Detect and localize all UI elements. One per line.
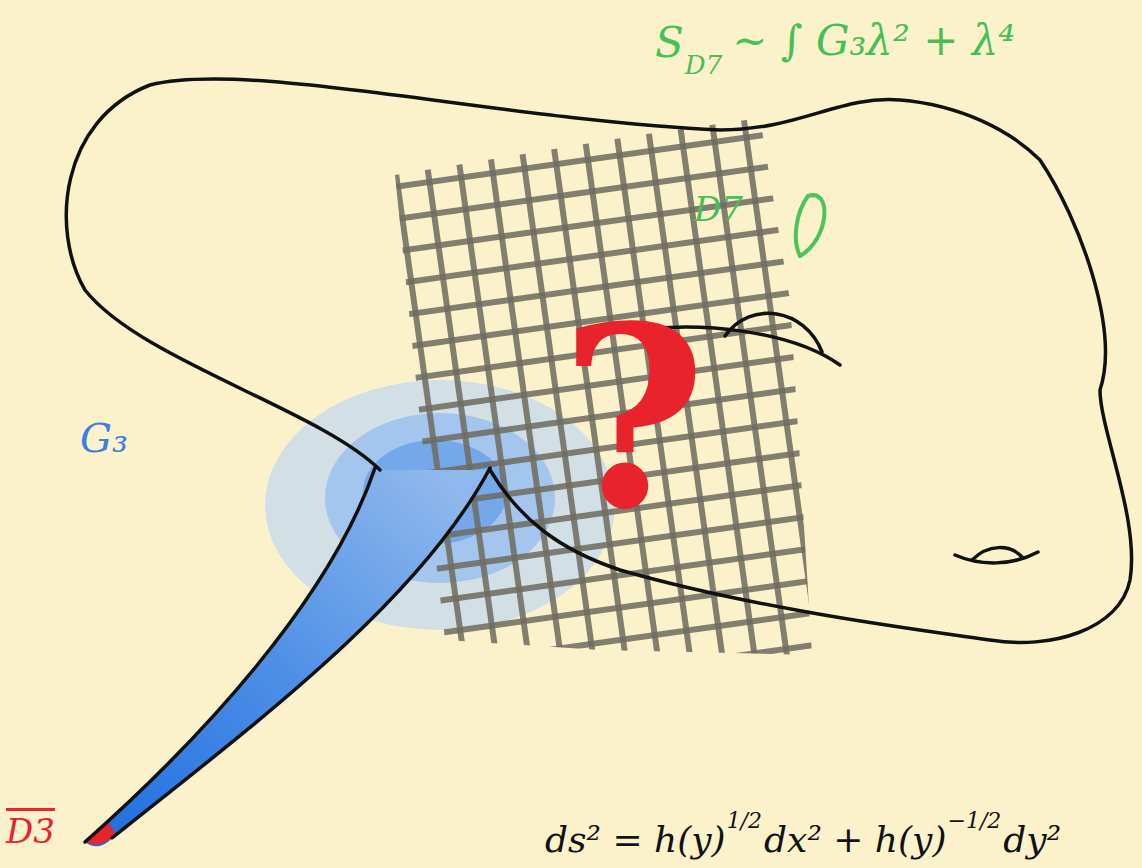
- flux-label: G₃: [80, 418, 128, 458]
- d7-brane-cycle: [796, 195, 825, 256]
- metric-exponent: 1/2: [727, 810, 762, 832]
- hatched-region: [395, 118, 812, 655]
- warped-throat: [85, 470, 490, 846]
- metric-exponent: −1/2: [947, 810, 1001, 832]
- antibrane-label: D3: [6, 814, 55, 848]
- action-symbol: S: [655, 22, 684, 64]
- metric-formula: dx² + h(y): [764, 822, 946, 858]
- throat-tip: [85, 822, 116, 844]
- action-subscript: D7: [685, 52, 722, 78]
- question-mark: ?: [560, 292, 706, 542]
- metric-formula: dy²: [1003, 822, 1061, 858]
- metric-formula: ds² = h(y): [545, 822, 726, 858]
- brane-label: D7: [694, 192, 743, 226]
- action-formula: ∼ ∫ G₃λ² + λ⁴: [732, 20, 1015, 62]
- manifold-outline: [66, 79, 1131, 842]
